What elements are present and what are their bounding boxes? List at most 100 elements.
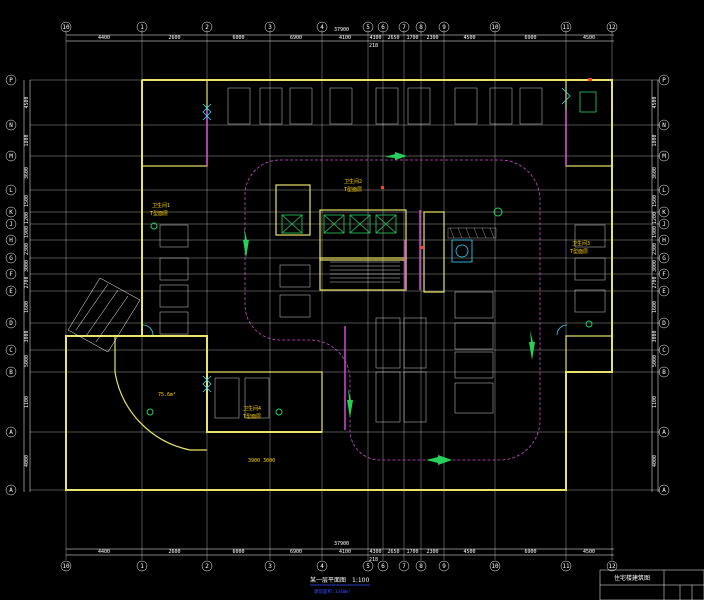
- cyan-doors: [142, 87, 571, 393]
- axis-bubble-right: C: [658, 344, 670, 356]
- axis-bubble-right: G: [658, 252, 670, 264]
- axis-bubble-bottom: 9: [438, 560, 450, 572]
- axis-bubble-right: A: [658, 426, 670, 438]
- dimension-value: 2300: [426, 549, 438, 555]
- axis-bubble-left: A: [5, 426, 17, 438]
- svg-text:3: 3: [268, 563, 272, 570]
- mid-dim-top: 218: [369, 43, 378, 49]
- parking-stalls: [159, 87, 606, 423]
- svg-text:12: 12: [608, 24, 616, 31]
- axis-bubble-left: M: [5, 150, 17, 162]
- svg-text:E: E: [662, 288, 666, 295]
- axis-bubble-left: D: [5, 317, 17, 329]
- dimension-value-vertical: 1200: [24, 212, 30, 224]
- room-label-2-sub: T型面层: [344, 186, 362, 193]
- axis-bubble-right: M: [658, 150, 670, 162]
- svg-text:P: P: [662, 77, 666, 84]
- axis-bubble-top: 3: [264, 21, 276, 33]
- dimension-value-vertical: 2700: [24, 276, 30, 288]
- area-label-3: 3900 3000: [248, 458, 275, 464]
- room-label-4: 卫生间4: [243, 405, 261, 412]
- axis-bubble-top: 6: [377, 21, 389, 33]
- dimension-value-vertical: 4500: [24, 96, 30, 108]
- svg-text:4: 4: [320, 563, 324, 570]
- axis-bubble-bottom: 11: [560, 560, 572, 572]
- svg-text:B: B: [662, 369, 666, 376]
- axis-bubble-top: 11: [560, 21, 572, 33]
- dimension-value-vertical: 1900: [24, 226, 30, 238]
- svg-text:4: 4: [320, 24, 324, 31]
- dimension-value: 2600: [168, 35, 180, 41]
- svg-text:12: 12: [608, 563, 616, 570]
- dimension-value: 2300: [426, 35, 438, 41]
- svg-text:B: B: [9, 369, 13, 376]
- top-dimension-chain: [23, 34, 659, 556]
- area-note: 建筑面积:1340m²: [314, 588, 351, 595]
- dimension-value-vertical: 1200: [652, 212, 658, 224]
- svg-text:2: 2: [205, 563, 209, 570]
- svg-text:G: G: [662, 255, 666, 262]
- room-label-2: 卫生间2: [344, 178, 362, 185]
- dimension-value-vertical: 4000: [652, 455, 658, 467]
- svg-text:K: K: [9, 209, 13, 216]
- axis-bubble-top: 7: [398, 21, 410, 33]
- exterior-walls: [65, 79, 613, 491]
- axis-bubble-left: K: [5, 206, 17, 218]
- dimension-value: 4500: [583, 35, 595, 41]
- dimension-value: 2650: [387, 549, 399, 555]
- stair-lines: [330, 261, 400, 283]
- dimension-value: 6900: [290, 549, 302, 555]
- axis-bubble-bottom: 1: [136, 560, 148, 572]
- driveway-path: [244, 159, 541, 461]
- dimension-value-vertical: 3000: [24, 260, 30, 272]
- axis-bubble-right: E: [658, 285, 670, 297]
- axis-bubble-bottom: 7: [398, 560, 410, 572]
- entrance-diagonal: [67, 277, 141, 353]
- room-labels: 卫生间1 T型面层 卫生间2 T型面层 卫生间3 T型面层 卫生间4 T型面层 …: [150, 178, 590, 464]
- svg-text:F: F: [662, 271, 666, 278]
- svg-text:1: 1: [140, 563, 144, 570]
- svg-text:A: A: [9, 429, 13, 436]
- svg-text:9: 9: [442, 563, 446, 570]
- axis-bubble-bottom: 8: [415, 560, 427, 572]
- axis-bubble-top: 10: [489, 21, 501, 33]
- room-label-1-sub: T型面层: [150, 210, 168, 217]
- dimension-value-vertical: 2700: [652, 276, 658, 288]
- svg-text:N: N: [662, 122, 666, 129]
- dimension-value-vertical: 2300: [652, 243, 658, 255]
- svg-text:L: L: [662, 187, 666, 194]
- svg-text:K: K: [662, 209, 666, 216]
- title-block-project: 住宅楼建筑图: [614, 574, 650, 582]
- room-label-3: 卫生间3: [572, 240, 590, 247]
- dimension-value: 4400: [98, 549, 110, 555]
- dimension-texts: 4400440026002600600060006900690041004100…: [24, 35, 658, 555]
- axis-bubble-left: N: [5, 119, 17, 131]
- dimension-value: 1700: [406, 35, 418, 41]
- axis-bubble-left: H: [5, 234, 17, 246]
- dimension-value: 4300: [369, 549, 381, 555]
- dimension-value: 4100: [339, 35, 351, 41]
- axis-bubble-bottom: 4: [316, 560, 328, 572]
- room-label-1: 卫生间1: [152, 202, 170, 209]
- dimension-value-vertical: 3600: [24, 167, 30, 179]
- dimension-value: 2600: [168, 549, 180, 555]
- axis-bubble-top: 2: [201, 21, 213, 33]
- svg-text:A: A: [662, 429, 666, 436]
- axis-bubble-top: 10: [60, 21, 72, 33]
- axis-bubble-left: B: [5, 366, 17, 378]
- svg-text:F: F: [9, 271, 13, 278]
- svg-text:H: H: [9, 237, 13, 244]
- svg-text:M: M: [662, 153, 666, 160]
- core-hatch: [447, 227, 497, 239]
- svg-text:D: D: [9, 320, 13, 327]
- room-label-3-sub: T型面层: [570, 248, 588, 255]
- svg-text:J: J: [662, 221, 666, 228]
- svg-text:5: 5: [366, 24, 370, 31]
- axis-bubble-left: C: [5, 344, 17, 356]
- green-markers: [146, 152, 593, 465]
- axis-bubble-top: 9: [438, 21, 450, 33]
- dimension-value: 6900: [524, 549, 536, 555]
- svg-text:D: D: [662, 320, 666, 327]
- mid-dim-bottom: 218: [369, 557, 378, 563]
